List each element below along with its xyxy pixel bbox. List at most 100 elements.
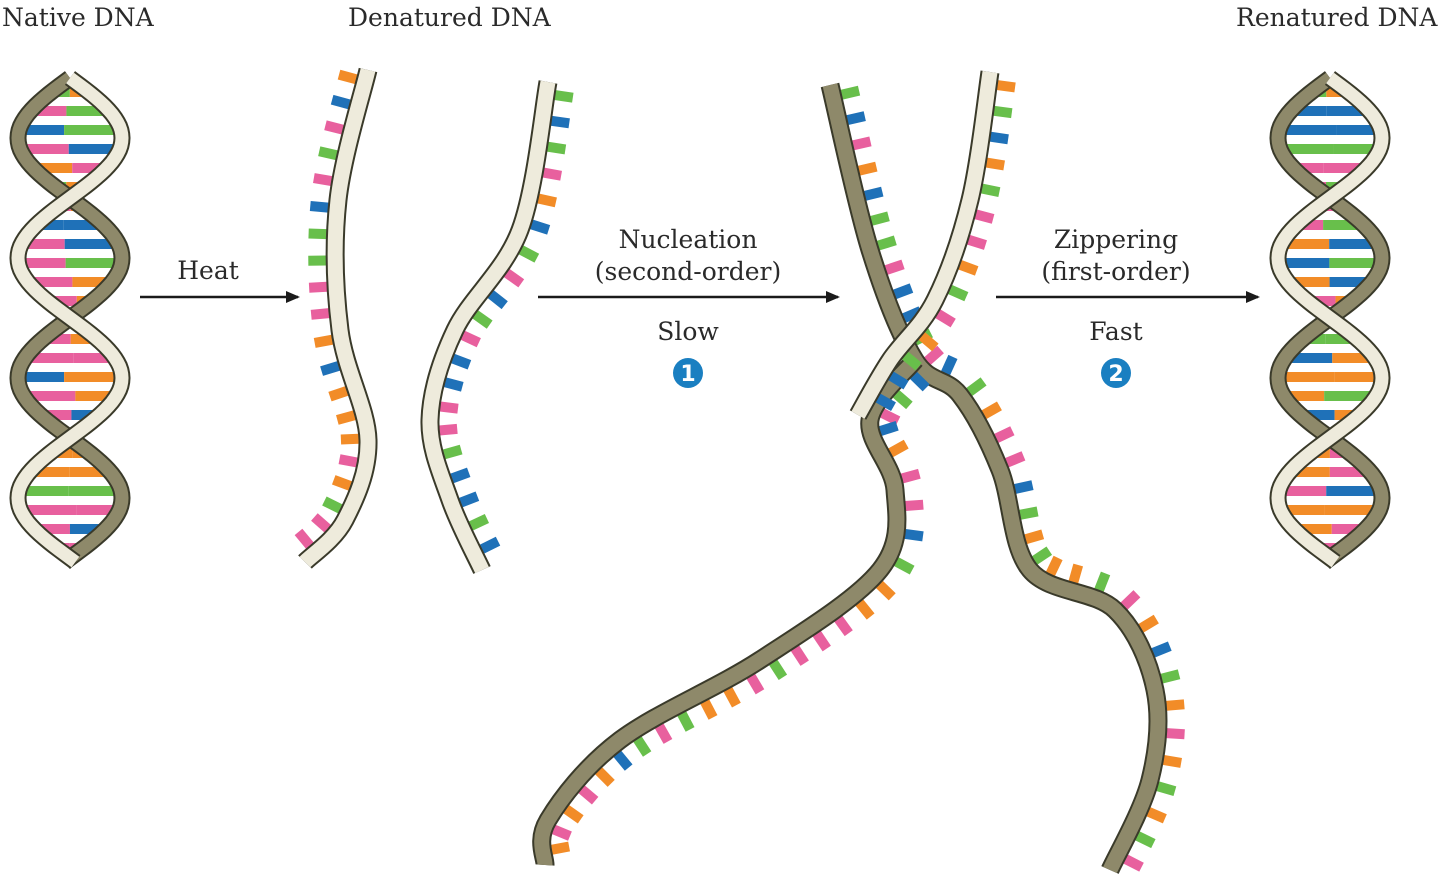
base bbox=[1013, 480, 1034, 494]
base bbox=[989, 131, 1009, 145]
nucleated-strand-dark-single-strand-icon bbox=[532, 82, 1185, 875]
base bbox=[546, 141, 567, 155]
base bbox=[331, 475, 353, 491]
base bbox=[892, 283, 914, 300]
base bbox=[1094, 571, 1111, 593]
base bbox=[855, 599, 875, 620]
base-pair bbox=[1279, 125, 1337, 135]
base-pair bbox=[47, 296, 77, 306]
base bbox=[863, 186, 884, 201]
base-pair bbox=[42, 334, 71, 344]
base bbox=[654, 723, 673, 744]
base bbox=[309, 201, 329, 213]
base bbox=[460, 330, 481, 348]
base-pair bbox=[65, 258, 122, 268]
base bbox=[313, 173, 333, 187]
base-pair bbox=[66, 106, 110, 116]
native-dna-double-helix-icon bbox=[9, 71, 131, 569]
base bbox=[851, 136, 872, 151]
base bbox=[563, 804, 584, 824]
base-pair bbox=[1278, 258, 1330, 268]
base bbox=[633, 736, 652, 757]
base-pair bbox=[1307, 296, 1336, 306]
base bbox=[313, 334, 334, 348]
base bbox=[1160, 669, 1181, 684]
base bbox=[893, 557, 915, 575]
base-pair bbox=[1289, 467, 1330, 477]
base bbox=[308, 255, 327, 266]
base bbox=[468, 513, 490, 531]
base bbox=[294, 528, 314, 549]
base bbox=[550, 115, 570, 129]
strand-backbone-fill bbox=[534, 355, 921, 866]
base-pair bbox=[1284, 353, 1333, 363]
base-pair bbox=[1331, 524, 1366, 534]
base bbox=[320, 361, 341, 376]
base-pair bbox=[18, 258, 66, 268]
stage-label-native: Native DNA bbox=[2, 3, 155, 32]
base bbox=[450, 467, 471, 484]
base bbox=[980, 183, 1001, 197]
base bbox=[958, 260, 979, 276]
base-pair bbox=[1278, 486, 1327, 496]
base-pair bbox=[1329, 239, 1379, 249]
base-pair bbox=[69, 524, 106, 534]
base bbox=[876, 235, 897, 251]
step-badge-2-icon: 2 bbox=[1101, 358, 1131, 388]
base-pair bbox=[1329, 277, 1373, 287]
strand-backbone-fill bbox=[822, 83, 1166, 874]
base bbox=[846, 111, 866, 125]
base-pair bbox=[20, 144, 69, 154]
base bbox=[746, 673, 765, 695]
base bbox=[594, 767, 615, 787]
base bbox=[947, 284, 969, 302]
base bbox=[1151, 641, 1172, 658]
base-pair bbox=[68, 486, 122, 496]
step-number-1: 1 bbox=[680, 362, 695, 387]
strand-backbone-fill bbox=[851, 70, 998, 419]
stage-label-renatured: Renatured DNA bbox=[1236, 3, 1438, 32]
base bbox=[892, 389, 913, 410]
base-pair bbox=[64, 372, 122, 382]
step-label-zippering: Zippering bbox=[1054, 225, 1178, 254]
base bbox=[840, 85, 861, 100]
base bbox=[338, 454, 359, 468]
base-pair bbox=[34, 524, 70, 534]
stage-label-denatured: Denatured DNA bbox=[348, 3, 552, 32]
base bbox=[904, 528, 924, 542]
step-number-2: 2 bbox=[1108, 362, 1123, 387]
base bbox=[578, 785, 599, 805]
base bbox=[768, 659, 788, 681]
renatured-dna-double-helix-icon bbox=[1269, 71, 1391, 569]
step-rate-fast: Fast bbox=[1089, 317, 1142, 346]
base bbox=[1166, 728, 1185, 740]
base-pair bbox=[76, 505, 120, 515]
base bbox=[1138, 614, 1159, 633]
base bbox=[322, 496, 343, 514]
base bbox=[1068, 563, 1084, 584]
step-label-heat: Heat bbox=[177, 256, 239, 285]
base-pair bbox=[29, 467, 70, 477]
step-order-zippering: (first-order) bbox=[1041, 257, 1190, 286]
base-pair bbox=[1325, 334, 1358, 344]
strand-backbone-fill bbox=[299, 68, 376, 568]
base bbox=[677, 711, 695, 732]
base bbox=[537, 193, 557, 208]
base-pair bbox=[24, 353, 74, 363]
base bbox=[790, 645, 809, 666]
base bbox=[1156, 781, 1177, 797]
base-pair bbox=[63, 220, 104, 230]
base bbox=[458, 491, 480, 508]
base-pair bbox=[1324, 505, 1380, 515]
base bbox=[966, 234, 987, 250]
base bbox=[1135, 831, 1156, 849]
base-pair bbox=[1326, 486, 1382, 496]
base-pair bbox=[64, 239, 119, 249]
base-pair bbox=[27, 277, 73, 287]
base-pair bbox=[1323, 220, 1364, 230]
strand-backbone bbox=[820, 82, 1168, 875]
base bbox=[900, 468, 921, 484]
base bbox=[1004, 451, 1026, 468]
base bbox=[904, 499, 924, 511]
base bbox=[996, 80, 1016, 93]
